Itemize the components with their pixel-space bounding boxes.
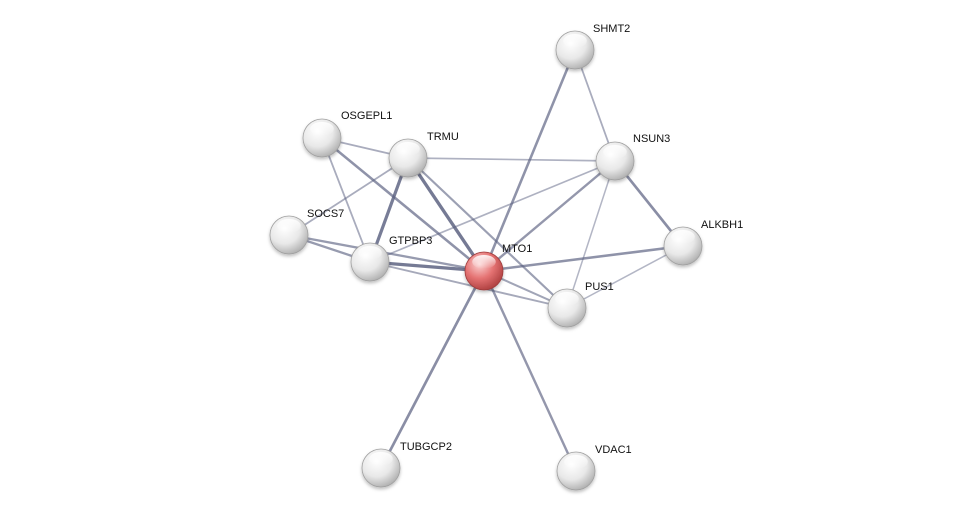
node-highlight [396, 142, 420, 156]
edge-osgepl1-mto1 [320, 136, 486, 273]
edge-alkbh1-mto1 [482, 244, 685, 273]
edge-mto1-tubgcp2 [379, 269, 486, 470]
node-label: OSGEPL1 [341, 110, 392, 122]
edge-alkbh1-pus1 [566, 245, 684, 309]
edge-gtpbp3-pus1 [369, 261, 568, 309]
node-highlight [603, 145, 627, 159]
edge-osgepl1-gtpbp3 [321, 137, 371, 263]
edge-trmu-mto1 [406, 156, 486, 273]
node-nsun3[interactable]: NSUN3 [595, 133, 670, 181]
edge-nsun3-gtpbp3 [369, 160, 616, 263]
node-label: ALKBH1 [701, 219, 743, 231]
node-highlight [310, 122, 334, 136]
node-label: GTPBP3 [389, 235, 432, 247]
node-tubgcp2[interactable]: TUBGCP2 [361, 441, 452, 488]
node-highlight [277, 219, 301, 233]
node-mto1[interactable]: MTO1 [464, 243, 532, 291]
node-highlight [564, 455, 588, 469]
node-highlight [563, 34, 587, 48]
edge-shmt2-mto1 [482, 48, 577, 273]
node-highlight [358, 246, 382, 260]
edge-shmt2-nsun3 [574, 49, 616, 162]
node-label: NSUN3 [633, 133, 670, 145]
node-label: VDAC1 [595, 444, 632, 456]
node-pus1[interactable]: PUS1 [547, 281, 614, 328]
node-osgepl1[interactable]: OSGEPL1 [302, 110, 392, 158]
node-shmt2[interactable]: SHMT2 [555, 23, 630, 70]
edge-trmu-nsun3 [407, 157, 616, 162]
node-highlight [555, 292, 579, 306]
edge-nsun3-pus1 [566, 160, 616, 309]
node-label: SHMT2 [593, 23, 630, 35]
node-label: TRMU [427, 131, 459, 143]
node-vdac1[interactable]: VDAC1 [556, 444, 632, 491]
edge-mto1-vdac1 [482, 269, 578, 473]
edge-trmu-socs7 [288, 157, 409, 236]
node-label: MTO1 [502, 243, 532, 255]
node-gtpbp3[interactable]: GTPBP3 [350, 235, 432, 282]
node-alkbh1[interactable]: ALKBH1 [663, 219, 743, 266]
node-highlight [369, 452, 393, 466]
node-highlight [472, 255, 496, 269]
node-trmu[interactable]: TRMU [388, 131, 459, 178]
node-highlight [671, 230, 695, 244]
edge-trmu-pus1 [406, 156, 569, 310]
node-label: TUBGCP2 [400, 441, 452, 453]
node-label: SOCS7 [307, 208, 344, 220]
node-socs7[interactable]: SOCS7 [269, 208, 344, 255]
node-label: PUS1 [585, 281, 614, 293]
edge-nsun3-mto1 [482, 159, 617, 273]
